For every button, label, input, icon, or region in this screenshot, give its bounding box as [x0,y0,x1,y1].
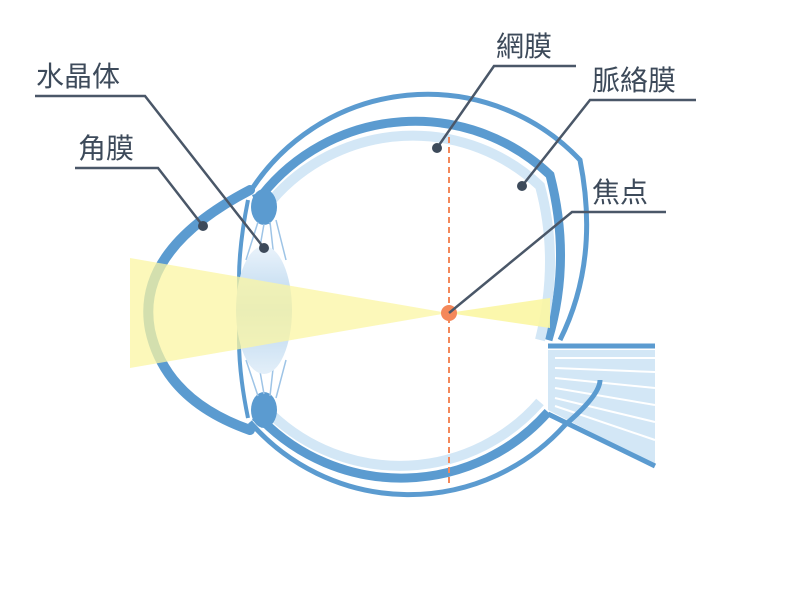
leader-lines [35,64,696,314]
label-crystalline-lens: 水晶体 [36,60,120,93]
label-choroid: 脈絡膜 [592,64,676,97]
label-cornea: 角膜 [78,132,134,165]
optic-nerve [546,343,657,469]
eyeball-outer-wall [247,91,603,498]
light-beam [130,258,550,368]
label-retina: 網膜 [496,30,552,63]
label-focal-point: 焦点 [592,176,648,209]
